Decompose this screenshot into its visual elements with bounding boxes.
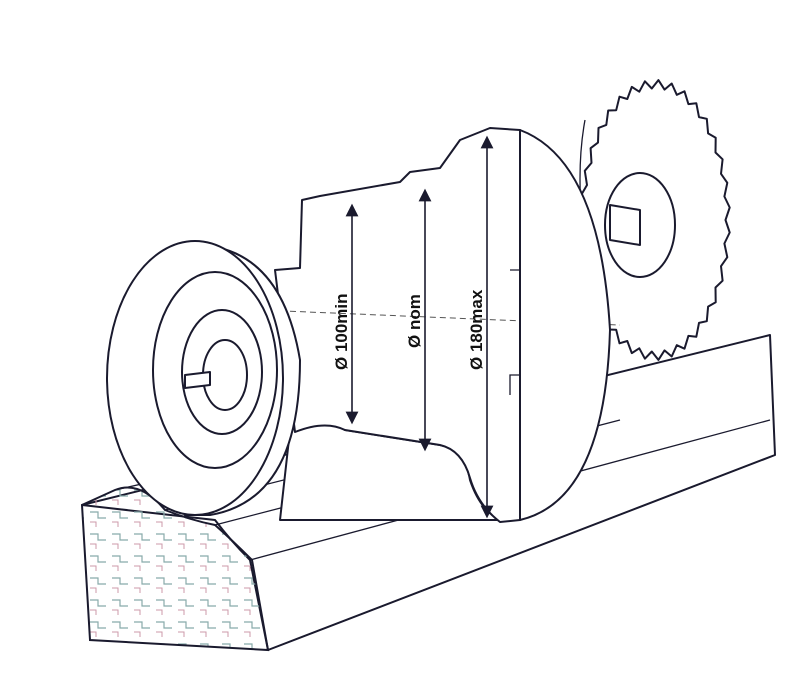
label-diameter-max: Ø 180max	[467, 289, 486, 370]
cutter-disc	[519, 129, 611, 521]
label-diameter-min: Ø 100min	[332, 293, 351, 370]
label-diameter-nom: Ø nom	[405, 294, 424, 348]
left-wheel	[106, 240, 301, 516]
dimension-lines: Ø 100min Ø nom Ø 180max	[332, 135, 494, 519]
